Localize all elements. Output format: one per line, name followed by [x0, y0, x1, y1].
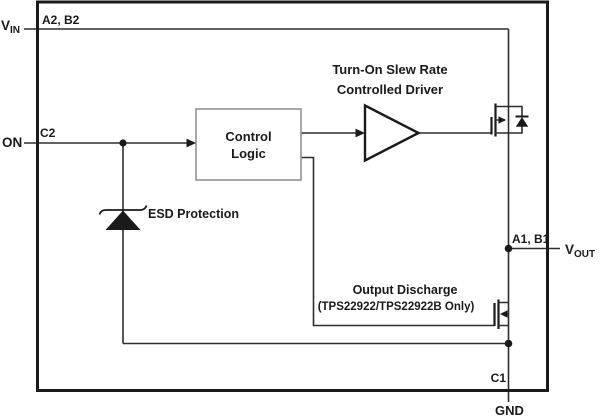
discharge-fet-icon	[493, 299, 509, 329]
gnd-pin-label: GND	[495, 403, 524, 418]
wires	[24, 28, 560, 402]
vout-junction-dot	[504, 244, 513, 253]
output-discharge-label: Output Discharge	[352, 283, 458, 297]
control-logic-box	[195, 108, 302, 181]
vin-pad-label: A2, B2	[42, 13, 80, 27]
on-pin-label: ON	[2, 135, 23, 150]
gnd-junction-dot	[504, 339, 513, 348]
esd-gnd-return-wire	[122, 143, 509, 345]
vin-pin-label: VIN	[1, 18, 21, 36]
esd-zener-diode-icon	[98, 205, 148, 230]
discharge-gate-wire	[301, 156, 495, 327]
vout-pad-label: A1, B1	[512, 232, 550, 246]
on-pad-label: C2	[40, 126, 56, 140]
driver-buffer-triangle-icon	[363, 103, 422, 163]
pass-fet-icon	[490, 103, 529, 137]
arrowhead-into-driver-icon	[355, 128, 365, 138]
vin-rail-wire	[24, 28, 510, 249]
on-junction-dot	[119, 139, 127, 147]
body-diode-icon	[508, 105, 529, 134]
vout-pin-label: VOUT	[565, 242, 596, 260]
arrowhead-into-logic-icon	[186, 138, 196, 148]
output-discharge-sublabel: (TPS22922/TPS22922B Only)	[317, 301, 475, 313]
esd-protection-label: ESD Protection	[148, 207, 239, 221]
driver-title-label: Turn-On Slew Rate Controlled Driver	[332, 62, 448, 97]
gnd-pad-label: C1	[490, 371, 506, 385]
control-logic-label: Control Logic	[225, 128, 272, 161]
device-outline-box	[36, 0, 549, 392]
